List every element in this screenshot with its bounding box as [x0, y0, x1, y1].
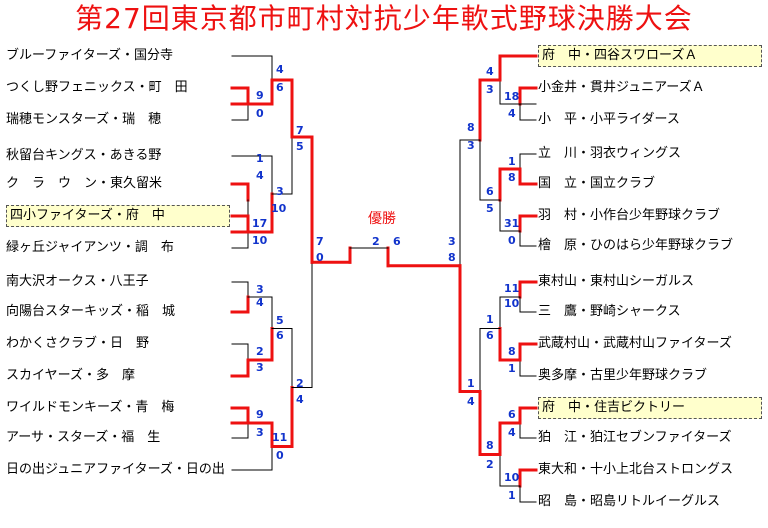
score-l-m7-top: 3 — [256, 283, 264, 296]
score-r-m5-bottom: 5 — [486, 202, 494, 215]
score-r-m6-top: 8 — [467, 121, 475, 134]
right-team-5: 国 立・国立クラブ — [538, 176, 656, 191]
left-team-12: ワイルドモンキーズ・青 梅 — [6, 400, 175, 415]
score-r-m4-top: 31 — [504, 217, 520, 230]
score-l-m6-top: 7 — [296, 124, 304, 137]
score-r-m12-top: 8 — [486, 439, 494, 452]
right-team-11: 奥多摩・古里少年野球クラブ — [538, 368, 708, 383]
score-l-semi-bottom: 0 — [316, 251, 324, 264]
score-l-m8-bottom: 3 — [256, 361, 264, 374]
score-r-m2-bottom: 3 — [486, 83, 494, 96]
right-team-7: 檜 原・ひのはら少年野球クラブ — [538, 238, 734, 253]
score-r-m13-top: 1 — [467, 377, 475, 390]
left-team-1: ブルーファイターズ・国分寺 — [6, 48, 174, 63]
left-team-6: 四小ファイターズ・府 中 — [6, 205, 230, 227]
score-r-m3-top: 1 — [508, 155, 516, 168]
left-team-8: 南大沢オークス・八王子 — [6, 274, 149, 289]
score-final-bottom: 6 — [393, 235, 401, 248]
score-r-m13-bottom: 4 — [467, 395, 475, 408]
score-r-m9-top: 1 — [486, 313, 494, 326]
score-l-m3-bottom: 4 — [256, 169, 264, 182]
score-l-m4-bottom: 10 — [252, 234, 268, 247]
left-team-3: 瑞穂モンスターズ・瑞 穂 — [6, 112, 162, 127]
score-r-m11-bottom: 1 — [508, 489, 516, 502]
left-team-13: アーサ・スターズ・福 生 — [6, 430, 161, 445]
score-r-m8-bottom: 1 — [508, 362, 516, 375]
score-r-m7-bottom: 10 — [504, 297, 520, 310]
left-team-11: スカイヤーズ・多 摩 — [6, 368, 135, 383]
score-r-m9-bottom: 6 — [486, 329, 494, 342]
score-r-m7-top: 11 — [504, 282, 520, 295]
left-team-7: 緑ヶ丘ジャイアンツ・調 布 — [6, 240, 174, 255]
right-team-8: 東村山・東村山シーガルス — [538, 274, 695, 289]
score-r-semi-bottom: 8 — [448, 251, 456, 264]
score-l-m11-bottom: 0 — [276, 449, 284, 462]
score-r-m12-bottom: 2 — [486, 458, 494, 471]
score-r-semi-top: 3 — [448, 235, 456, 248]
score-r-m1-bottom: 4 — [508, 107, 516, 120]
score-r-m3-bottom: 8 — [508, 171, 516, 184]
champion-label: 優勝 — [368, 211, 396, 227]
right-team-4: 立 川・羽衣ウィングス — [538, 146, 682, 161]
score-l-m2-bottom: 6 — [276, 81, 284, 94]
right-team-15: 昭 島・昭島リトルイーグルス — [538, 494, 721, 509]
score-l-m8-top: 2 — [256, 345, 264, 358]
score-l-m9-bottom: 6 — [276, 329, 284, 342]
score-r-m1-top: 18 — [504, 90, 520, 103]
score-l-semi-top: 7 — [316, 235, 324, 248]
score-r-m10-top: 6 — [508, 408, 516, 421]
right-team-9: 三 鷹・野崎シャークス — [538, 304, 681, 319]
score-r-m6-bottom: 3 — [467, 139, 475, 152]
score-l-m1-bottom: 0 — [256, 107, 264, 120]
score-r-m11-top: 10 — [504, 471, 520, 484]
score-l-m7-bottom: 4 — [256, 296, 264, 309]
score-l-m5-top: 3 — [276, 185, 284, 198]
score-r-m10-bottom: 4 — [508, 426, 516, 439]
score-r-m8-top: 8 — [508, 345, 516, 358]
score-l-m11-top: 11 — [272, 431, 288, 444]
score-r-m2-top: 4 — [486, 65, 494, 78]
right-team-10: 武蔵村山・武蔵村山ファイターズ — [538, 336, 732, 351]
left-team-5: ク ラ ウ ン・東久留米 — [6, 176, 163, 191]
score-l-m1-top: 9 — [256, 89, 264, 102]
right-team-2: 小金井・貫井ジュニアーズＡ — [538, 80, 705, 95]
right-team-14: 東大和・十小上北台ストロングス — [538, 462, 734, 477]
right-team-6: 羽 村・小作台少年野球クラブ — [538, 208, 721, 223]
score-l-m3-top: 1 — [256, 152, 264, 165]
right-team-12: 府 中・住吉ビクトリー — [538, 397, 762, 419]
score-l-m2-top: 4 — [276, 63, 284, 76]
score-l-m6-bottom: 5 — [296, 140, 304, 153]
left-team-10: わかくさクラブ・日 野 — [6, 336, 150, 351]
score-l-m10-bottom: 3 — [256, 426, 264, 439]
right-team-3: 小 平・小平ライダース — [538, 112, 680, 127]
left-team-4: 秋留台キングス・あきる野 — [6, 148, 162, 163]
left-team-2: つくし野フェニックス・町 田 — [6, 80, 188, 95]
score-final-top: 2 — [372, 235, 380, 248]
left-team-9: 向陽台スターキッズ・稲 城 — [6, 304, 176, 319]
score-l-m9-top: 5 — [276, 314, 284, 327]
page-title: 第27回東京都市町村対抗少年軟式野球決勝大会 — [75, 2, 693, 35]
score-l-m5-bottom: 10 — [271, 202, 287, 215]
left-team-14: 日の出ジュニアファイターズ・日の出 — [6, 462, 225, 477]
score-r-m4-bottom: 0 — [508, 234, 516, 247]
score-l-m10-top: 9 — [256, 408, 264, 421]
score-r-m5-top: 6 — [486, 185, 494, 198]
right-team-13: 狛 江・狛江セブンファイターズ — [538, 430, 732, 445]
right-team-1: 府 中・四谷スワローズＡ — [538, 45, 762, 67]
score-l-m12-bottom: 4 — [296, 393, 304, 406]
score-l-m4-top: 17 — [252, 217, 268, 230]
score-l-m12-top: 2 — [296, 377, 304, 390]
